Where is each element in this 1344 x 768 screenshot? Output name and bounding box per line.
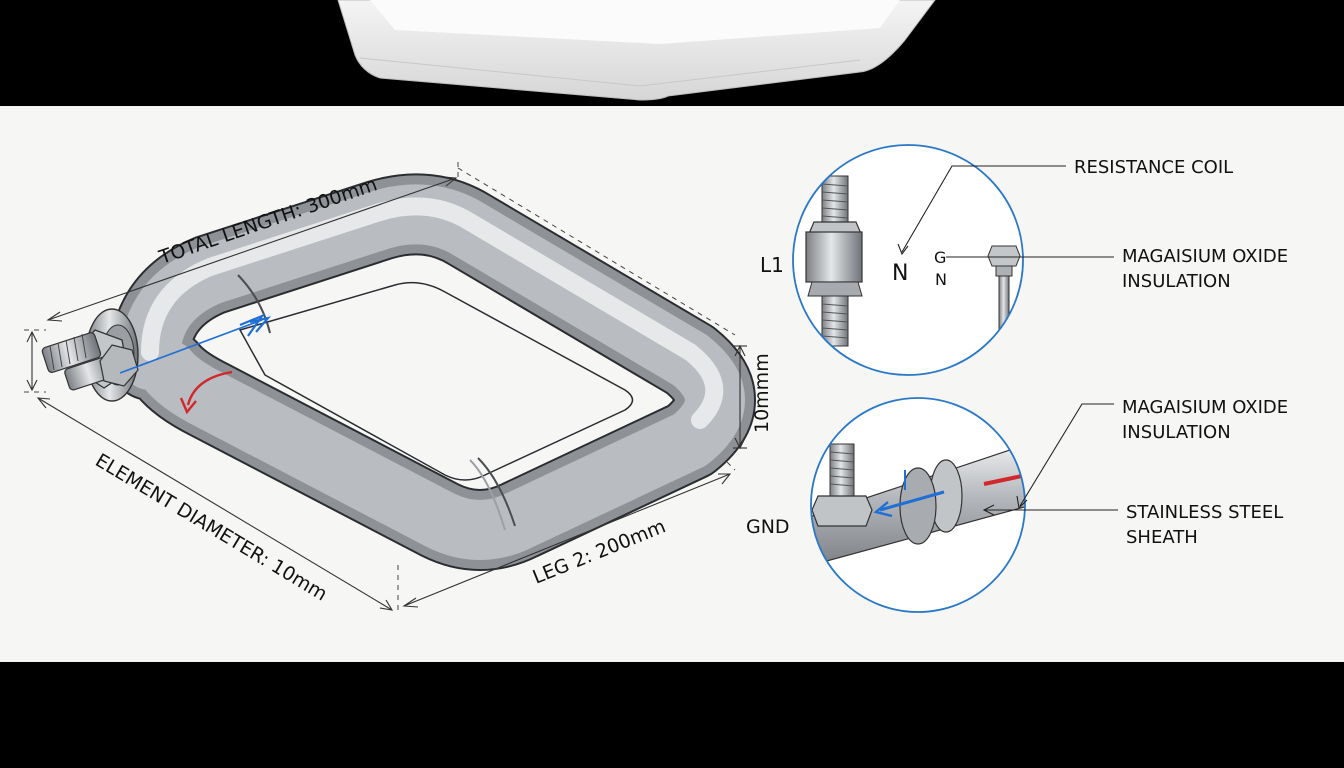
callout-insulation-top-line2: INSULATION [1122, 271, 1231, 292]
callout-resistance-coil: RESISTANCE COIL [1074, 157, 1233, 178]
callout-insulation-top-line1: MAGAISIUM OXIDE [1122, 246, 1288, 267]
callout-insulation-bottom-line2: INSULATION [1122, 422, 1231, 443]
dimension-height: 10mmm [733, 344, 773, 450]
detail-sheath: GND MAGAISIUM OXIDE INSULATION STAINLESS… [746, 397, 1288, 613]
tray-shape [337, 0, 936, 101]
terminal-gnd-label: GND [746, 516, 790, 538]
hex-nut-icon [811, 443, 873, 527]
callout-insulation-bottom-line1: MAGAISIUM OXIDE [1122, 397, 1288, 418]
threaded-stud-icon [805, 175, 863, 347]
terminal-gn-label: N [935, 270, 947, 289]
callout-sheath-line2: SHEATH [1126, 527, 1198, 548]
height-label: 10mmm [751, 353, 773, 433]
callout-sheath-line1: STAINLESS STEEL [1126, 502, 1283, 523]
terminal-n-label: N [892, 261, 908, 286]
detail-terminals: L1 N G N RESISTANCE COIL MAGAISIUM OXIDE… [760, 144, 1288, 376]
terminal-l1-label: L1 [760, 253, 784, 277]
ground-lead-icon [987, 245, 1021, 347]
terminal-g-label: G [934, 248, 946, 267]
flow-arrow-icon [119, 313, 271, 415]
dimension-stud-height [26, 330, 38, 392]
